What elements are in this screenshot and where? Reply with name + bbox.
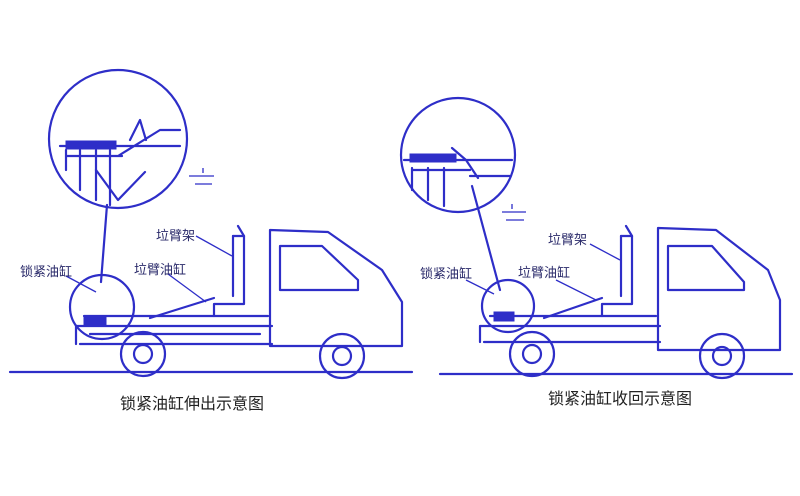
truck-retracted — [438, 224, 794, 380]
caption-extended: 锁紧油缸伸出示意图 — [120, 394, 264, 413]
zoom-circle-extended — [47, 68, 189, 210]
pointer-arm-frame-retracted — [589, 243, 621, 261]
pointer-lock-cylinder-extended — [65, 275, 97, 293]
marker-retracted — [502, 204, 526, 221]
leader-line-retracted — [470, 184, 502, 292]
zoom-circle-retracted — [399, 96, 517, 214]
label-arm-cylinder-extended: 垃臂油缸 — [134, 262, 186, 278]
diagram-retracted: 锁紧油缸 垃臂油缸 垃臂架 锁紧油缸收回示意图 — [399, 96, 794, 408]
diagram-extended: 锁紧油缸 垃臂油缸 垃臂架 锁紧油缸伸出示意图 — [8, 68, 414, 413]
pointer-arm-cylinder-retracted — [555, 279, 597, 301]
label-lock-cylinder-retracted: 锁紧油缸 — [420, 266, 472, 282]
marker-extended — [189, 168, 214, 185]
pointer-arm-cylinder-extended — [167, 273, 207, 303]
label-arm-frame-extended: 垃臂架 — [156, 229, 195, 244]
pointer-lock-cylinder-retracted — [465, 279, 495, 295]
leader-line-extended — [99, 203, 109, 284]
label-arm-frame-retracted: 垃臂架 — [548, 233, 587, 248]
label-arm-cylinder-retracted: 垃臂油缸 — [518, 265, 570, 281]
label-lock-cylinder-extended: 锁紧油缸 — [20, 264, 72, 280]
pointer-arm-frame-extended — [195, 235, 233, 257]
caption-retracted: 锁紧油缸收回示意图 — [548, 389, 692, 408]
truck-extended — [8, 224, 414, 380]
